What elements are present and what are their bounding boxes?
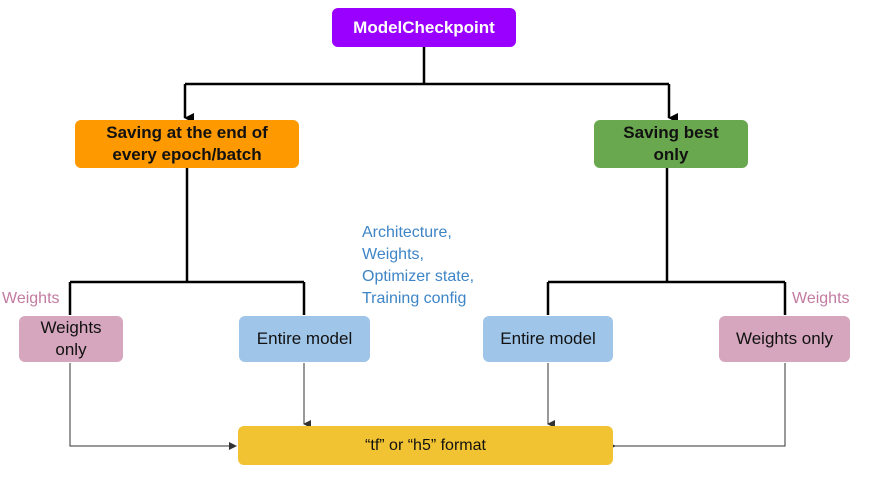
left-weights-only-node: Weights only bbox=[19, 316, 123, 362]
entire-model-contents-note: Architecture, Weights, Optimizer state, … bbox=[362, 222, 474, 310]
left-weights-side-label: Weights bbox=[2, 290, 60, 307]
root-connector bbox=[183, 47, 678, 123]
left-weights-only-line2: only bbox=[55, 340, 87, 359]
save-best-only-node: Saving best only bbox=[594, 120, 748, 168]
left-weights-only-line1: Weights bbox=[40, 318, 102, 337]
model-checkpoint-node: ModelCheckpoint bbox=[332, 8, 516, 47]
format-connectors bbox=[69, 363, 786, 450]
save-best-only-line2: only bbox=[653, 145, 689, 164]
left-entire-model-label: Entire model bbox=[256, 329, 353, 348]
right-entire-model-node: Entire model bbox=[483, 316, 613, 362]
save-every-epoch-line1: Saving at the end of bbox=[106, 123, 268, 142]
save-every-epoch-line2: every epoch/batch bbox=[112, 145, 262, 164]
left-entire-model-node: Entire model bbox=[239, 316, 370, 362]
right-weights-only-node: Weights only bbox=[719, 316, 850, 362]
note-line-optimizer: Optimizer state, bbox=[362, 268, 475, 285]
note-line-weights: Weights, bbox=[362, 246, 424, 263]
note-line-architecture: Architecture, bbox=[362, 224, 452, 241]
right-weights-side-label: Weights bbox=[792, 290, 850, 307]
save-best-only-line1: Saving best bbox=[623, 123, 719, 142]
model-checkpoint-label: ModelCheckpoint bbox=[353, 17, 495, 37]
format-node: “tf” or “h5” format bbox=[238, 426, 613, 465]
branch-connectors bbox=[68, 168, 787, 315]
note-line-training-config: Training config bbox=[362, 290, 467, 307]
save-every-epoch-node: Saving at the end of every epoch/batch bbox=[75, 120, 299, 168]
right-weights-only-label: Weights only bbox=[735, 329, 833, 348]
format-label: “tf” or “h5” format bbox=[365, 436, 486, 454]
right-entire-model-label: Entire model bbox=[500, 329, 596, 348]
